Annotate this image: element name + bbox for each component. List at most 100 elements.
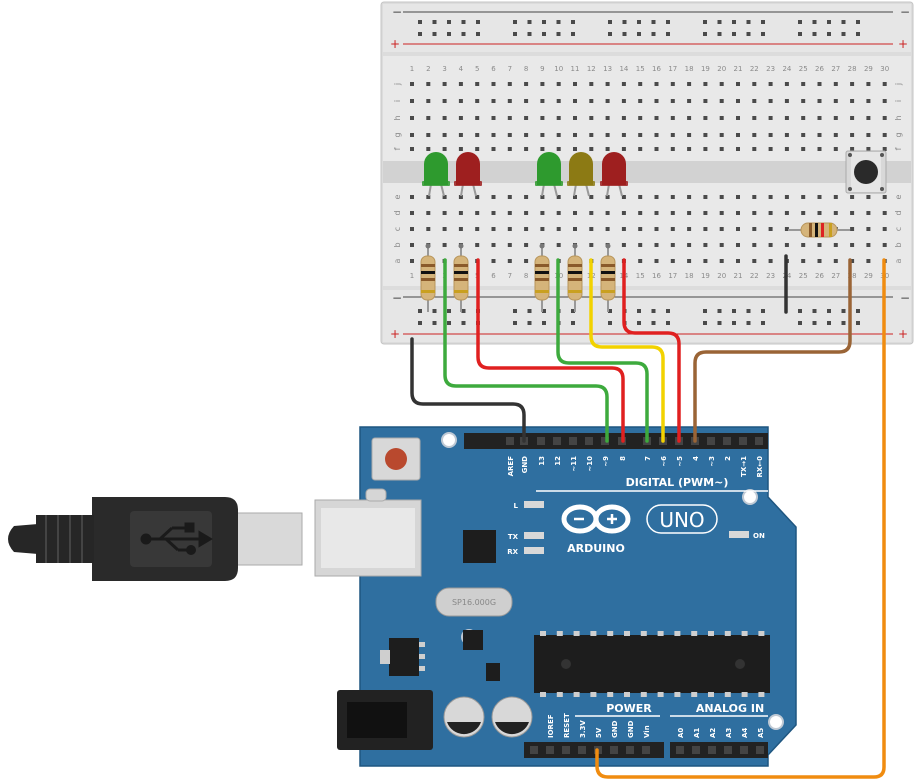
breadboard-hole [736, 211, 740, 215]
breadboard-hole [458, 99, 463, 103]
header-slot [553, 437, 561, 445]
breadboard-hole [410, 195, 414, 199]
breadboard-hole [784, 133, 789, 137]
breadboard-hole [458, 227, 463, 231]
rail-hole [761, 321, 765, 325]
breadboard-hole [850, 243, 855, 247]
column-label: 16 [652, 272, 661, 280]
breadboard-hole [654, 195, 659, 199]
analog-header [670, 742, 768, 758]
rail-hole [637, 321, 641, 325]
resistor-band [601, 264, 615, 267]
rail-hole [637, 20, 641, 24]
rail-hole [476, 32, 480, 36]
header-slot [626, 746, 634, 754]
rail-hole [418, 309, 422, 313]
breadboard-hole [719, 195, 724, 199]
breadboard-hole [458, 133, 463, 137]
breadboard-hole [768, 259, 773, 263]
breadboard-hole [524, 195, 529, 199]
breadboard-hole [768, 99, 773, 103]
resistor-band [535, 264, 549, 267]
breadboard-hole [556, 133, 561, 137]
breadboard-hole [736, 147, 740, 151]
rail-hole [746, 32, 751, 36]
digital-pin-label: RX←0 [756, 456, 764, 478]
resistor-band [421, 290, 435, 293]
breadboard-hole [491, 195, 496, 199]
led-rim [600, 181, 628, 186]
column-label: 6 [491, 65, 496, 73]
breadboard-hole [736, 195, 740, 199]
power-pin-label: GND [611, 720, 619, 738]
column-label: 18 [685, 65, 694, 73]
breadboard-hole [784, 82, 789, 86]
breadboard-hole [687, 211, 692, 215]
chip-pin [758, 631, 765, 636]
chip-pin [624, 692, 630, 697]
rail-hole [542, 321, 546, 325]
breadboard-hole [605, 195, 610, 199]
regulator-tab [380, 650, 390, 664]
chip-pin [573, 692, 580, 697]
row-label: d [393, 210, 402, 215]
breadboard-hole [442, 99, 447, 103]
breadboard-hole [670, 133, 675, 137]
row-label: g [894, 132, 903, 137]
rail-hole [556, 20, 561, 24]
breadboard-hole [426, 82, 431, 86]
uno-badge [646, 504, 718, 534]
breadboard-hole [703, 82, 708, 86]
breadboard-hole [703, 195, 708, 199]
breadboard-hole [475, 82, 480, 86]
breadboard-hole [524, 211, 529, 215]
breadboard-hole [768, 82, 773, 86]
column-label: 13 [603, 65, 612, 73]
reset-button[interactable] [385, 448, 407, 470]
header-slot [506, 437, 514, 445]
rail-hole [703, 20, 707, 24]
breadboard-hole [801, 133, 806, 137]
breadboard-hole [507, 116, 512, 120]
rail-hole [761, 32, 765, 36]
rail-hole [542, 32, 546, 36]
breadboard-hole [736, 99, 740, 103]
column-label: 15 [636, 272, 645, 280]
bottom-rail-minus-right: − [900, 291, 910, 305]
breadboard-hole [817, 133, 822, 137]
breadboard-hole [475, 195, 480, 199]
rail-hole [556, 32, 561, 36]
breadboard-hole [426, 211, 431, 215]
led-rim [567, 181, 595, 186]
rail-hole [761, 309, 765, 313]
breadboard-hole [817, 82, 822, 86]
rail-hole [666, 321, 670, 325]
arduino-infinity-logo [561, 504, 631, 534]
breadboard-hole [442, 243, 447, 247]
push-button[interactable] [845, 150, 887, 194]
breadboard-hole [784, 211, 789, 215]
breadboard-hole [475, 211, 480, 215]
rail-hole [527, 321, 532, 325]
resistor-band [421, 271, 435, 274]
push-button-cap[interactable] [854, 160, 878, 184]
breadboard-hole [475, 133, 480, 137]
header-slot [724, 746, 732, 754]
rail-hole [746, 309, 751, 313]
breadboard-hole [410, 211, 414, 215]
rail-hole [513, 321, 517, 325]
breadboard-hole [752, 211, 757, 215]
column-label: 19 [701, 65, 710, 73]
breadboard-hole [866, 195, 871, 199]
breadboard-hole [784, 227, 789, 231]
header-slot [723, 437, 731, 445]
rail-hole [461, 32, 466, 36]
breadboard-hole [573, 195, 577, 199]
breadboard-hole [882, 211, 887, 215]
resistor-end [572, 243, 578, 249]
breadboard-hole [882, 227, 887, 231]
breadboard-hole [670, 147, 675, 151]
breadboard-hole [507, 133, 512, 137]
rail-hole [812, 309, 817, 313]
